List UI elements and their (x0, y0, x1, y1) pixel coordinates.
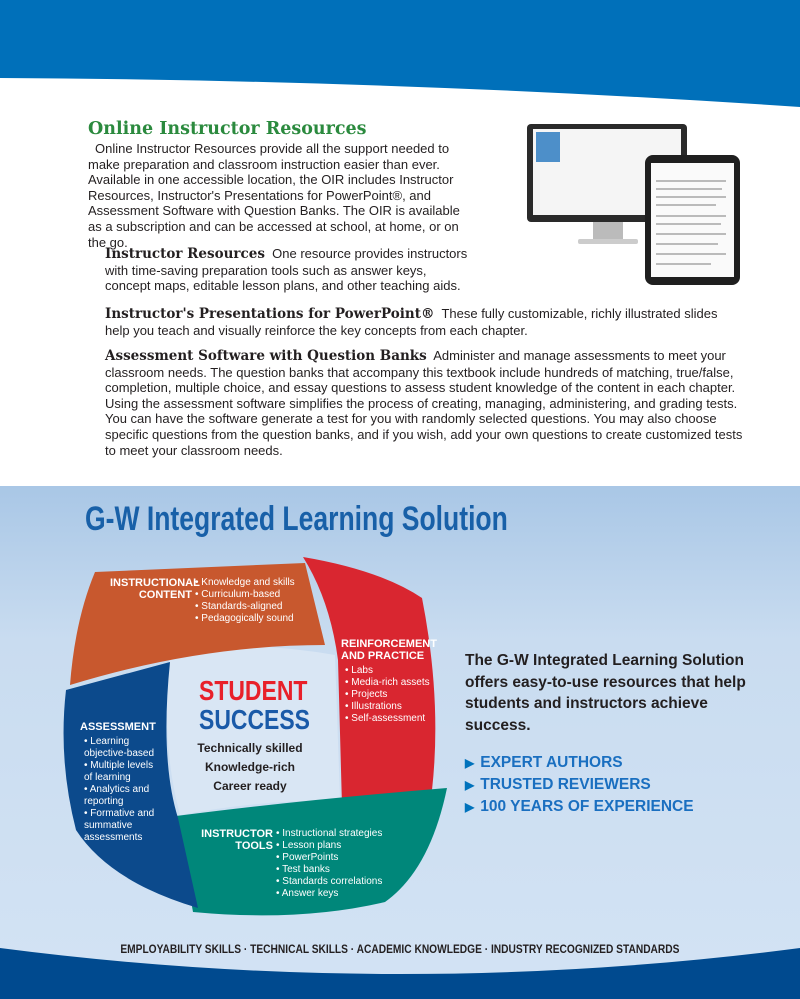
footer-tagline: EMPLOYABILITY SKILLS · TECHNICAL SKILLS … (120, 942, 680, 956)
device-illustration (527, 124, 740, 285)
oir-item-powerpoint: Instructor's Presentations for PowerPoin… (105, 306, 745, 338)
oir-item-assessment: Assessment Software with Question Banks … (105, 348, 745, 458)
item-text: Administer and manage assessments to mee… (105, 348, 743, 458)
tools-list: Instructional strategiesLesson plansPowe… (276, 828, 383, 900)
bullet-experience: ▶100 YEARS OF EXPERIENCE (465, 798, 694, 815)
bottom-band (0, 948, 800, 999)
oir-item-instructor-resources: Instructor Resources One resource provid… (105, 246, 470, 294)
item-heading: Instructor Resources (105, 246, 265, 262)
instructional-list: Knowledge and skillsCurriculum-basedStan… (195, 577, 294, 625)
oir-title: Online Instructor Resources (88, 119, 367, 139)
item-heading: Instructor's Presentations for PowerPoin… (105, 306, 435, 322)
triangle-right-icon: ▶ (465, 756, 475, 770)
triangle-right-icon: ▶ (465, 778, 475, 792)
ils-title: G-W Integrated Learning Solution (85, 500, 508, 538)
assessment-list: Learning objective-basedMultiple levels … (84, 736, 162, 844)
ils-bullets: ▶EXPERT AUTHORS ▶TRUSTED REVIEWERS ▶100 … (465, 752, 694, 818)
item-text: One resource provides instructors with t… (105, 246, 468, 294)
wheel-center (166, 646, 340, 815)
reinforcement-list: LabsMedia-rich assetsProjectsIllustratio… (345, 665, 433, 725)
student-success: STUDENT SUCCESS (199, 675, 311, 735)
bullet-expert-authors: ▶EXPERT AUTHORS (465, 754, 623, 771)
item-heading: Assessment Software with Question Banks (105, 348, 427, 364)
oir-intro: Online Instructor Resources provide all … (88, 141, 460, 250)
triangle-right-icon: ▶ (465, 800, 475, 814)
bullet-trusted-reviewers: ▶TRUSTED REVIEWERS (465, 776, 651, 793)
ils-tagline: The G-W Integrated Learning Solution off… (465, 652, 746, 734)
item-text: These fully customizable, richly illustr… (105, 306, 718, 338)
assessment-heading: ASSESSMENT (80, 721, 156, 733)
top-band (0, 0, 800, 107)
